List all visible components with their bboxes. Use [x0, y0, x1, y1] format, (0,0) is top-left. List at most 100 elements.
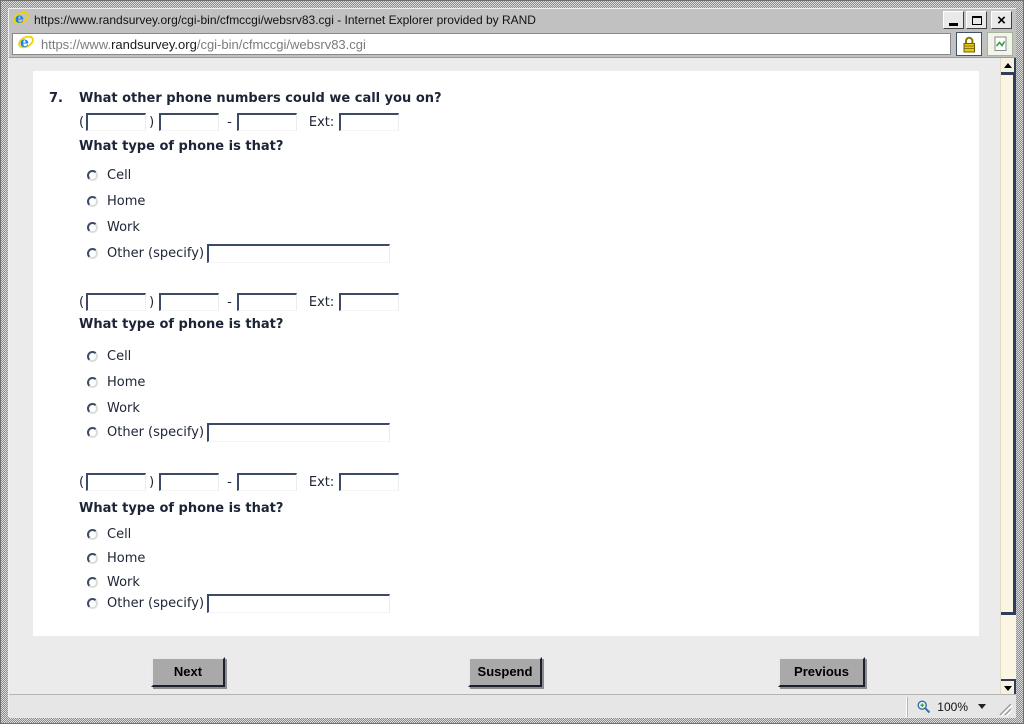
radio-option-cell: Cell — [87, 165, 131, 185]
phone-type-question: What type of phone is that? — [79, 317, 284, 332]
radio-option-label: Home — [107, 193, 146, 209]
radio-button[interactable] — [87, 169, 98, 181]
radio-option-cell: Cell — [87, 524, 131, 544]
radio-button[interactable] — [87, 552, 98, 564]
phone-number-row: ( ) - Ext: — [79, 111, 400, 131]
other-specify-input[interactable] — [207, 422, 391, 442]
url-domain: randsurvey.org — [111, 36, 197, 52]
line-number-input[interactable] — [236, 293, 297, 311]
status-bar: 100% — [9, 694, 1016, 718]
radio-option-label: Cell — [107, 167, 132, 183]
radio-option-label: Work — [107, 400, 140, 416]
area-code-input[interactable] — [86, 113, 147, 131]
radio-button[interactable] — [87, 221, 98, 233]
radio-option-work: Work — [87, 217, 140, 237]
window-title: https://www.randsurvey.org/cgi-bin/cfmcc… — [34, 13, 536, 27]
radio-option-label: Home — [107, 550, 146, 566]
scrollbar-thumb[interactable] — [1001, 74, 1016, 615]
radio-option-home: Home — [87, 191, 145, 211]
extension-input[interactable] — [339, 293, 400, 311]
radio-option-label: Cell — [107, 348, 132, 364]
close-button[interactable]: × — [991, 11, 1012, 29]
svg-text:e: e — [20, 35, 29, 50]
ie-logo-icon: e — [13, 10, 29, 31]
zoom-magnifier-icon — [917, 699, 931, 713]
radio-option-work: Work — [87, 398, 140, 418]
resize-grip[interactable] — [995, 697, 1013, 717]
vertical-scrollbar[interactable] — [1000, 58, 1016, 694]
compatibility-view-button[interactable] — [987, 32, 1013, 56]
url-scheme: https://www. — [41, 36, 112, 52]
window-frame: e https://www.randsurvey.org/cgi-bin/cfm… — [8, 8, 1016, 718]
radio-option-work: Work — [87, 572, 140, 592]
exchange-input[interactable] — [159, 473, 220, 491]
compatibility-view-icon — [994, 36, 1006, 51]
line-number-input[interactable] — [236, 473, 297, 491]
zoom-dropdown-icon — [978, 704, 986, 709]
survey-form: 7. What other phone numbers could we cal… — [33, 71, 979, 636]
close-paren: ) — [149, 475, 155, 490]
line-number-input[interactable] — [236, 113, 297, 131]
radio-button[interactable] — [87, 528, 98, 540]
radio-button[interactable] — [87, 195, 98, 207]
ext-label: Ext: — [308, 115, 335, 130]
address-bar: e https://www.randsurvey.org/cgi-bin/cfm… — [9, 31, 1016, 57]
ext-label: Ext: — [308, 295, 335, 310]
radio-button[interactable] — [87, 376, 98, 388]
radio-button[interactable] — [87, 402, 98, 414]
radio-button[interactable] — [87, 576, 98, 588]
close-paren: ) — [149, 295, 155, 310]
area-code-input[interactable] — [86, 473, 147, 491]
radio-option-label: Cell — [107, 526, 132, 542]
radio-option-home: Home — [87, 372, 145, 392]
ie-page-icon: e — [18, 34, 34, 55]
radio-option-other: Other (specify) — [87, 422, 391, 442]
suspend-button[interactable]: Suspend — [468, 657, 542, 687]
radio-button[interactable] — [87, 426, 98, 438]
zoom-control[interactable]: 100% — [907, 696, 993, 717]
radio-option-label: Work — [107, 219, 140, 235]
dash: - — [227, 475, 232, 490]
phone-type-question: What type of phone is that? — [79, 501, 284, 516]
dash: - — [227, 115, 232, 130]
radio-option-label: Other (specify) — [107, 245, 205, 261]
radio-button[interactable] — [87, 350, 98, 362]
open-paren: ( — [79, 295, 85, 310]
other-specify-input[interactable] — [207, 243, 391, 263]
security-lock-button[interactable] — [956, 32, 982, 56]
phone-type-question: What type of phone is that? — [79, 139, 284, 154]
next-button[interactable]: Next — [151, 657, 225, 687]
exchange-input[interactable] — [159, 293, 220, 311]
extension-input[interactable] — [339, 113, 400, 131]
radio-button[interactable] — [87, 247, 98, 259]
other-specify-input[interactable] — [207, 593, 391, 613]
previous-button[interactable]: Previous — [778, 657, 865, 687]
dash: - — [227, 295, 232, 310]
radio-option-label: Other (specify) — [107, 595, 205, 611]
scroll-down-button[interactable] — [1001, 679, 1016, 694]
title-bar: e https://www.randsurvey.org/cgi-bin/cfm… — [9, 9, 1016, 31]
maximize-icon — [971, 15, 982, 25]
maximize-button[interactable] — [966, 11, 987, 29]
svg-text:e: e — [15, 11, 24, 26]
scroll-down-icon — [1003, 685, 1012, 691]
scroll-up-button[interactable] — [1001, 58, 1016, 74]
area-code-input[interactable] — [86, 293, 147, 311]
radio-option-other: Other (specify) — [87, 243, 391, 263]
exchange-input[interactable] — [159, 113, 220, 131]
minimize-button[interactable] — [943, 11, 964, 29]
extension-input[interactable] — [339, 473, 400, 491]
url-path: /cgi-bin/cfmccgi/websrv83.cgi — [196, 36, 366, 52]
phone-number-row: ( ) - Ext: — [79, 471, 400, 491]
radio-option-label: Work — [107, 574, 140, 590]
radio-button[interactable] — [87, 597, 98, 609]
address-input[interactable]: e https://www.randsurvey.org/cgi-bin/cfm… — [12, 33, 951, 55]
phone-number-row: ( ) - Ext: — [79, 291, 400, 311]
radio-option-label: Home — [107, 374, 146, 390]
radio-option-label: Other (specify) — [107, 424, 205, 440]
scroll-up-icon — [1003, 62, 1012, 68]
ext-label: Ext: — [308, 475, 335, 490]
question-number: 7. — [49, 91, 63, 106]
minimize-icon — [949, 23, 958, 26]
